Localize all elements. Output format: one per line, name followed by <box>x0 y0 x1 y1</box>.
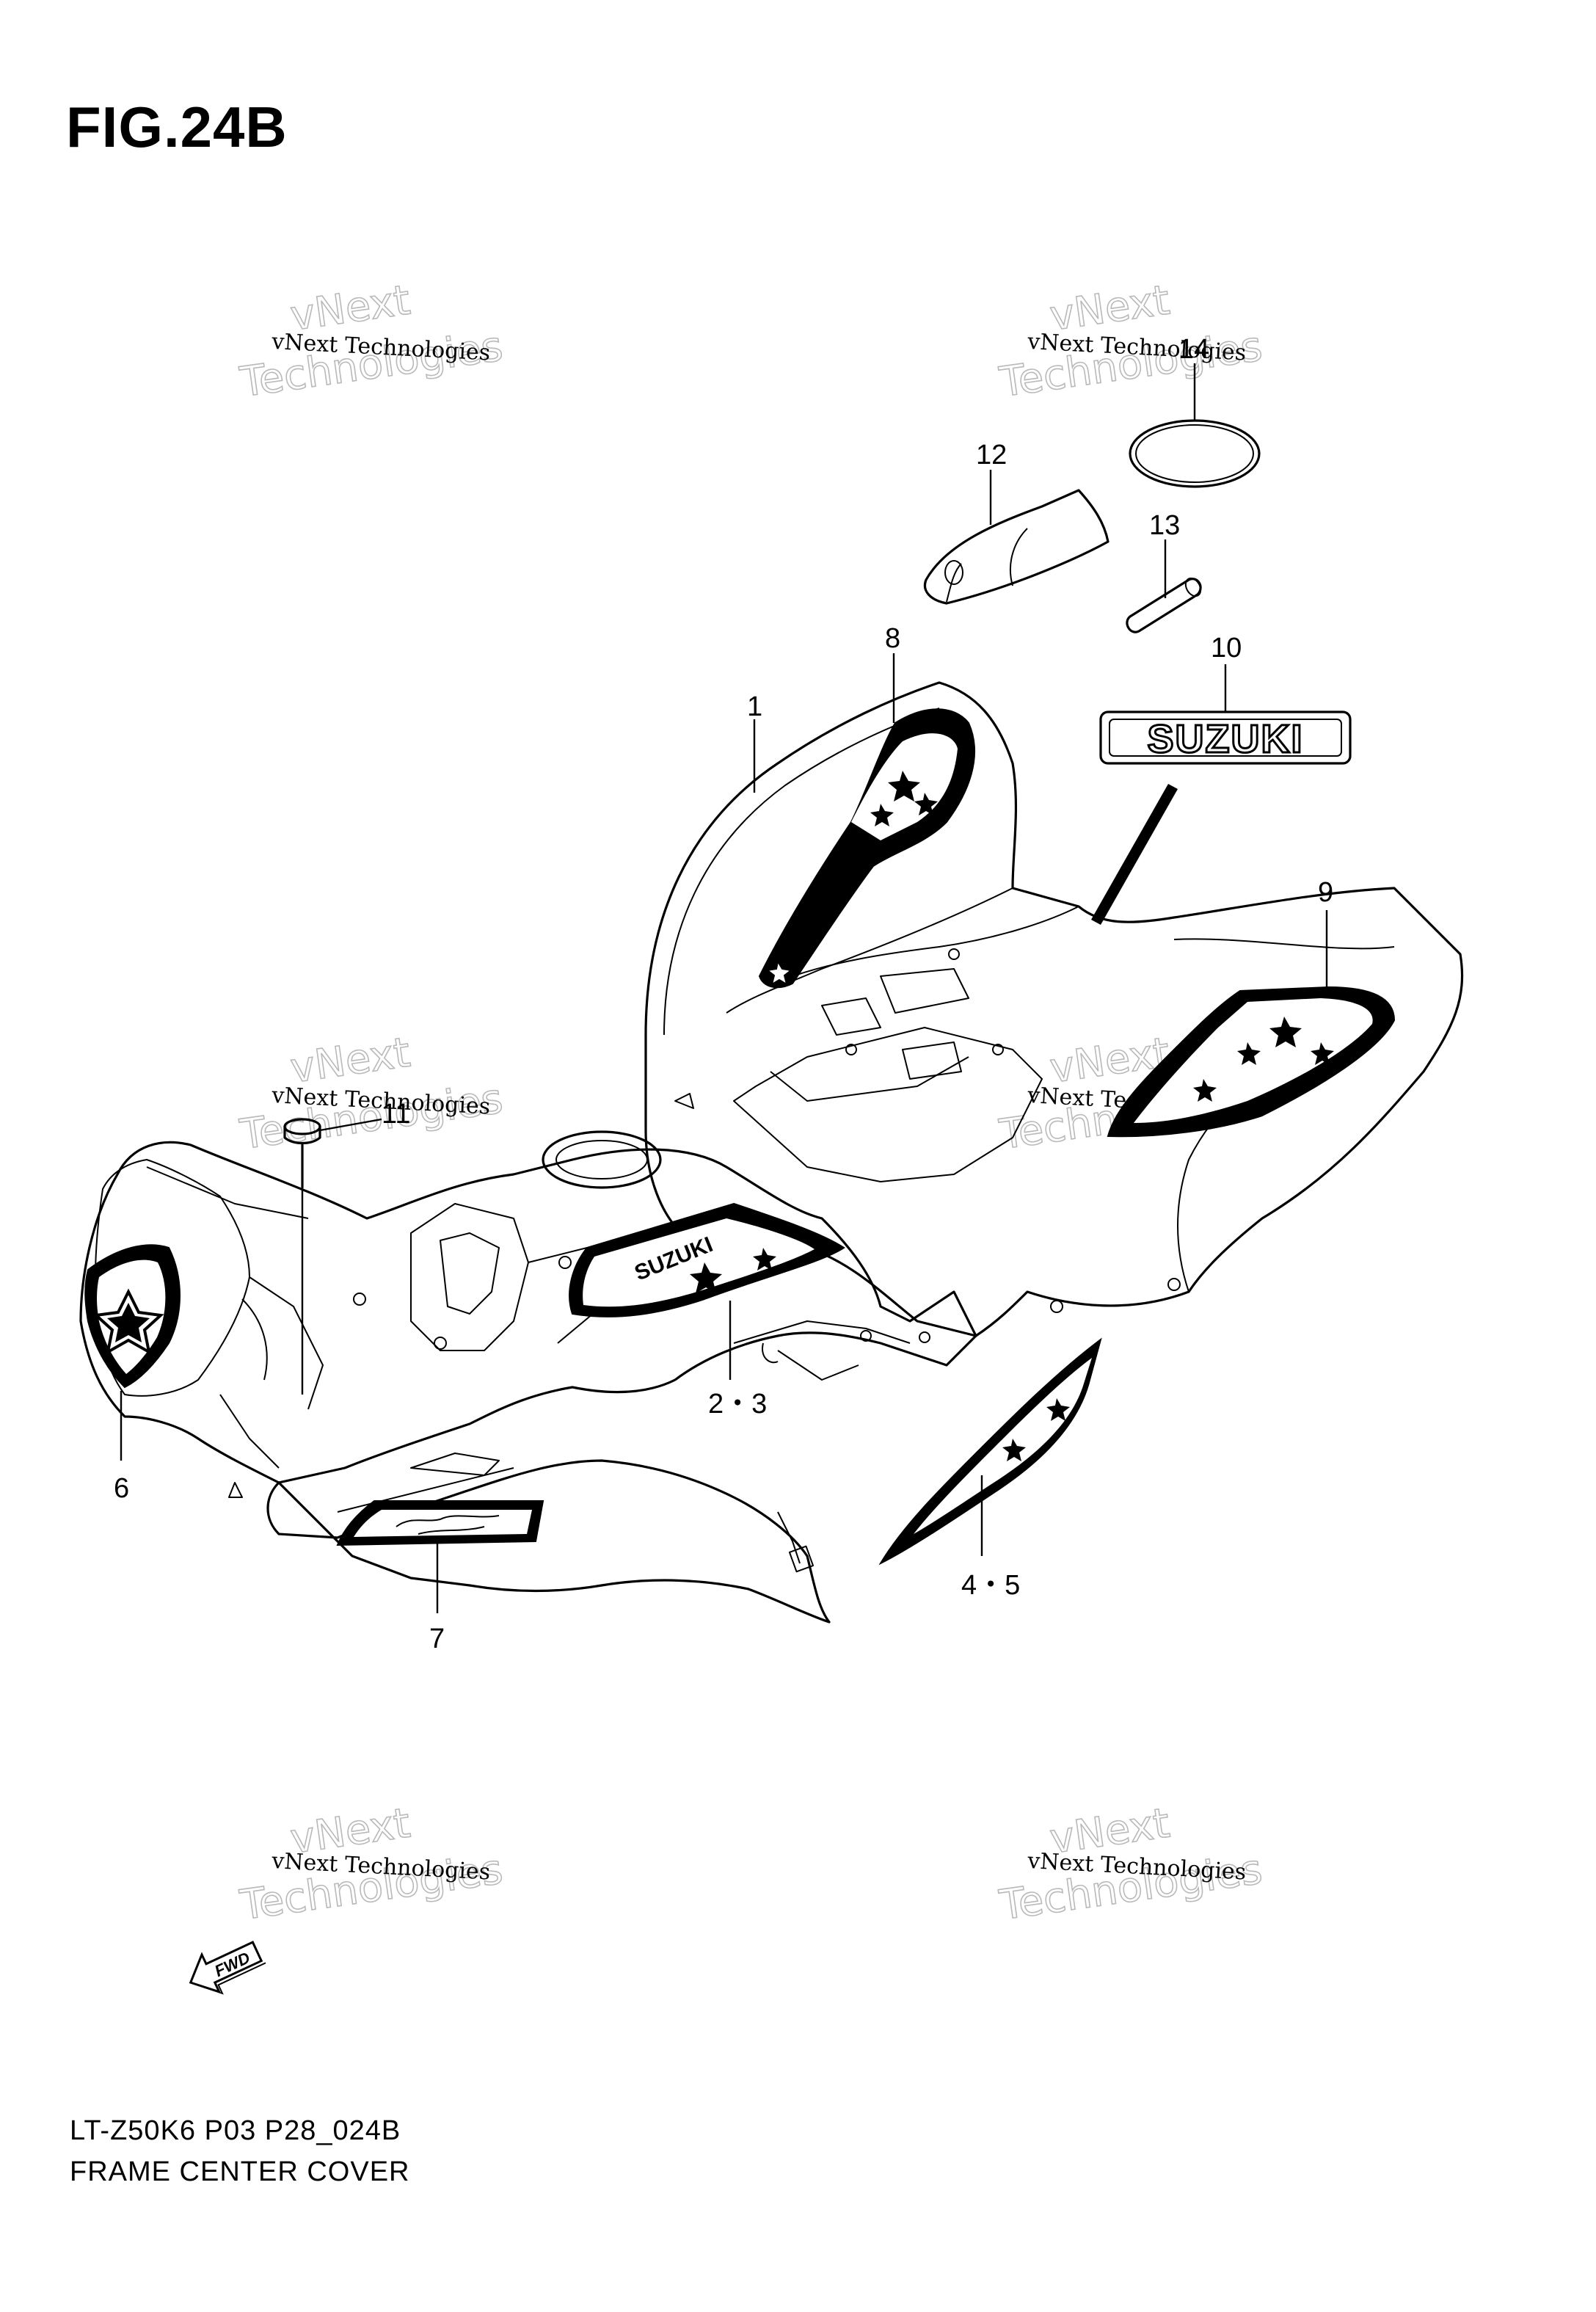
part-7-footboard-decal <box>336 1500 544 1546</box>
callout-11: 11 <box>382 1099 410 1130</box>
callout-1: 1 <box>747 691 762 722</box>
callout-12: 12 <box>976 440 1007 470</box>
callout-2-3: 2・3 <box>708 1389 767 1419</box>
figure-code: LT-Z50K6 P03 P28_024B <box>70 2115 401 2146</box>
part-4-5-separate-decal <box>878 1337 1102 1566</box>
part-2-3-side-decal: SUZUKI <box>569 1202 845 1317</box>
part-9-rear-decal <box>1107 986 1396 1138</box>
callout-10: 10 <box>1211 633 1242 664</box>
part-11-screw <box>283 1118 321 1189</box>
lower-frame-body <box>79 1130 977 1624</box>
part-14-ring <box>1129 419 1261 488</box>
part-1-frame-cover <box>644 681 1464 1337</box>
callout-13: 13 <box>1149 510 1180 541</box>
part-12-pad <box>923 489 1109 605</box>
emblem-text: SUZUKI <box>1148 717 1304 761</box>
figure-name: FRAME CENTER COVER <box>70 2156 410 2187</box>
callout-8: 8 <box>885 623 900 654</box>
callout-9: 9 <box>1318 877 1333 908</box>
fwd-arrow-icon: FWD <box>189 1941 266 1995</box>
part-10-emblem: SUZUKI <box>1099 710 1352 765</box>
callout-14: 14 <box>1178 334 1209 365</box>
callout-7: 7 <box>429 1624 445 1654</box>
callout-4-5: 4・5 <box>961 1570 1020 1601</box>
watermark-group: vNext Technologies vNext Technologies vN… <box>236 276 1266 1930</box>
part-8-hood-decal <box>758 708 975 989</box>
part-13-tube <box>1126 577 1202 633</box>
watermark-big-top: vNext <box>288 1029 413 1093</box>
figure-title: FIG.24B <box>66 95 288 159</box>
callout-6: 6 <box>114 1473 129 1504</box>
part-6-front-decal <box>84 1244 181 1389</box>
